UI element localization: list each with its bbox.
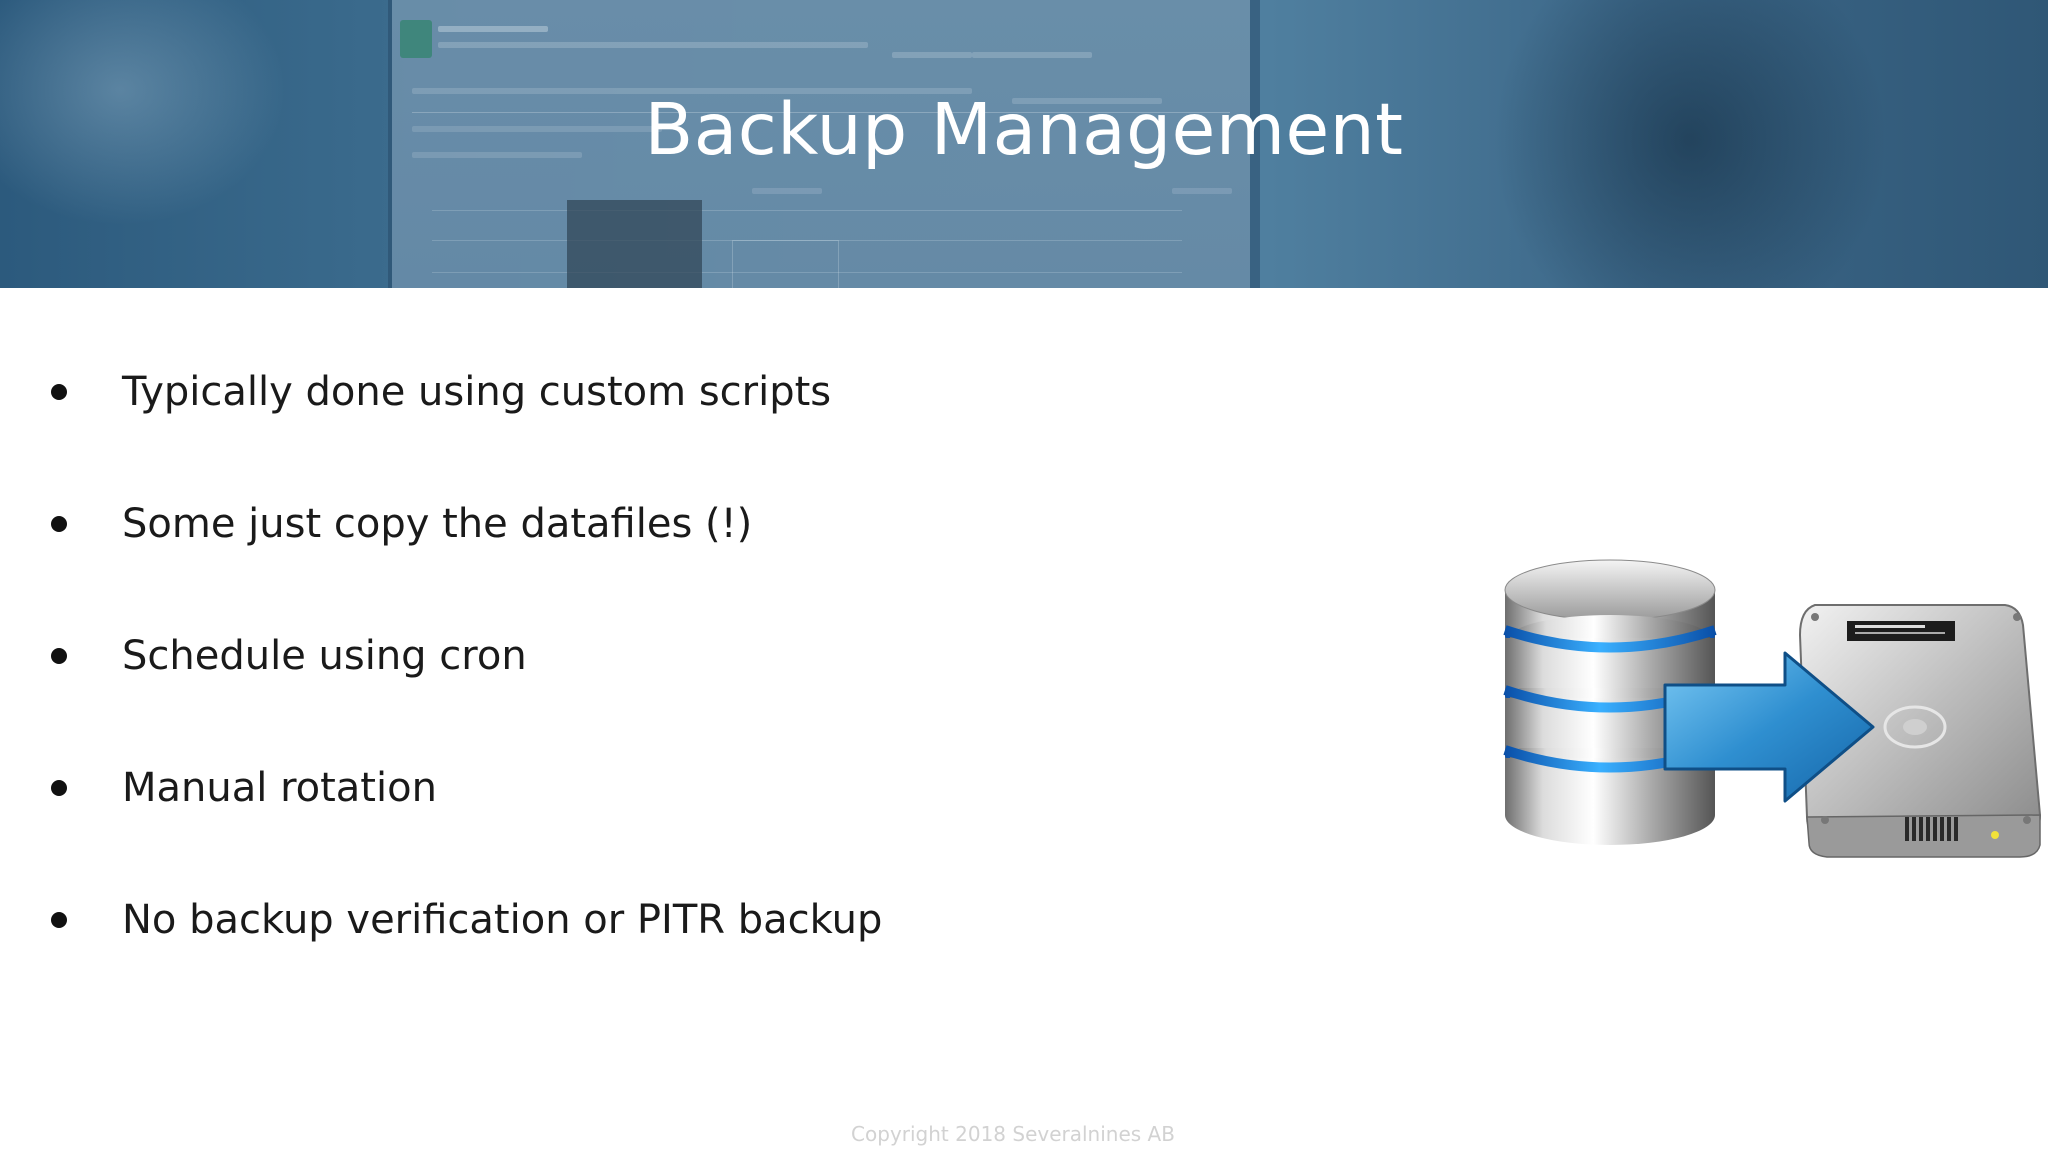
bullet-item: Schedule using cron bbox=[0, 626, 1000, 686]
arrow-icon bbox=[1663, 651, 1875, 803]
bullet-dot-icon bbox=[51, 648, 67, 664]
bullet-text: Typically done using custom scripts bbox=[122, 369, 832, 415]
copyright-footer: Copyright 2018 Severalnines AB bbox=[851, 1122, 1175, 1146]
bullet-dot-icon bbox=[51, 912, 67, 928]
bullet-dot-icon bbox=[51, 780, 67, 796]
bullet-dot-icon bbox=[51, 516, 67, 532]
database-to-hard-drive-backup-icon bbox=[1503, 559, 2042, 858]
bullet-text: No backup verification or PITR backup bbox=[122, 897, 883, 943]
bullet-text: Schedule using cron bbox=[122, 633, 527, 679]
bullet-dot-icon bbox=[51, 384, 67, 400]
bullet-item: No backup verification or PITR backup bbox=[0, 890, 1000, 950]
bullet-item: Manual rotation bbox=[0, 758, 1000, 818]
hard-drive-icon bbox=[1798, 604, 2042, 858]
bullet-item: Some just copy the datafiles (!) bbox=[0, 494, 1000, 554]
bullet-text: Manual rotation bbox=[122, 765, 437, 811]
header-banner: Backup Management bbox=[0, 0, 2048, 288]
slide-title: Backup Management bbox=[644, 88, 1404, 171]
bullet-text: Some just copy the datafiles (!) bbox=[122, 501, 753, 547]
bullet-item: Typically done using custom scripts bbox=[0, 362, 1000, 422]
